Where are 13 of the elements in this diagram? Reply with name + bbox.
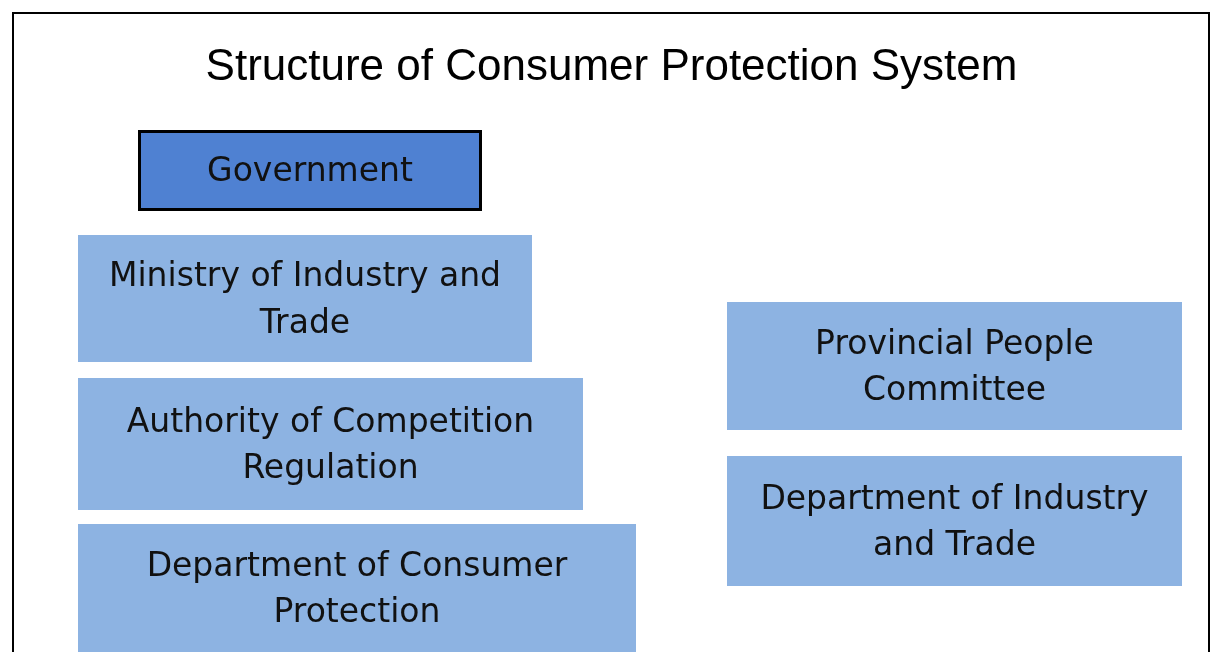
organization-box	[727, 302, 1182, 430]
organization-name: Department of Consumer Protection	[145, 543, 569, 632]
organization-box	[138, 130, 482, 211]
diagram-title: Structure of Consumer Protection System	[204, 40, 1019, 90]
organization-box	[727, 456, 1182, 586]
organization-name: Authority of Competition Regulation	[125, 399, 536, 488]
organization-name: Provincial People Committee	[814, 321, 1095, 410]
organization-box	[78, 378, 583, 510]
organization-name: Department of Industry and Trade	[759, 476, 1150, 565]
organization-box	[78, 524, 636, 652]
organization-box	[78, 235, 532, 362]
organization-name: Ministry of Industry and Trade	[107, 254, 503, 343]
organization-name: Government	[207, 149, 413, 192]
